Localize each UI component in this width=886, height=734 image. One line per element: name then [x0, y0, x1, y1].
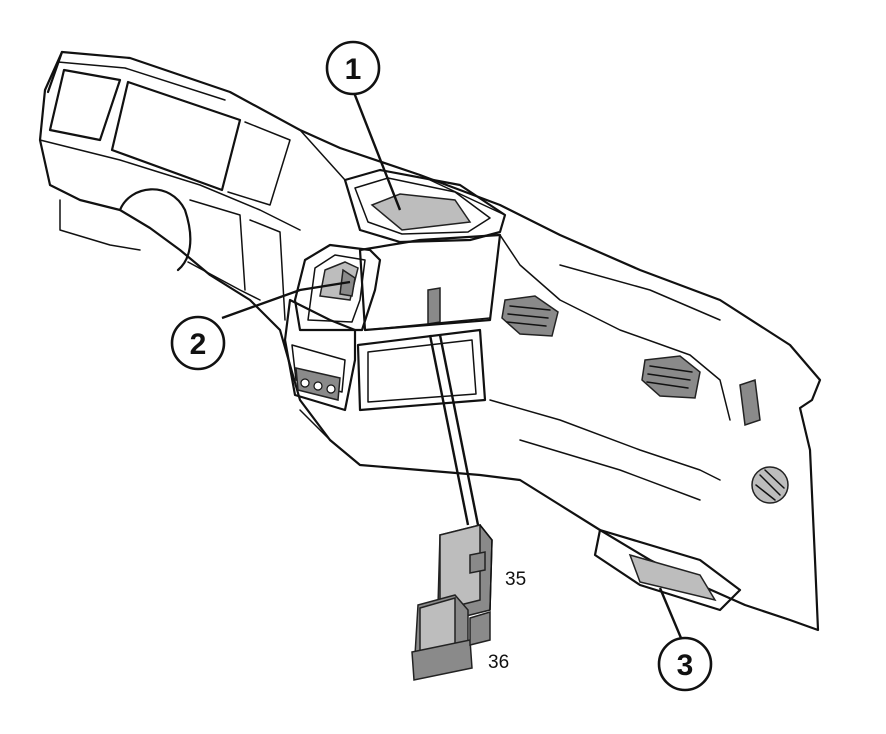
passenger-side [489, 234, 789, 612]
leader-2 [221, 280, 351, 320]
callout-2: 2 [170, 315, 226, 371]
callout-2-circle [170, 315, 226, 371]
leader-1 [351, 89, 402, 211]
callout-2-label: 2 [190, 328, 207, 361]
centre-console [356, 233, 502, 412]
part-36-label: 36 [488, 652, 509, 673]
leader-lines [221, 89, 683, 639]
callout-3-circle [657, 636, 713, 692]
leader-3 [658, 587, 683, 639]
leader-fuse [428, 334, 470, 526]
callout-1-label: 1 [345, 53, 362, 86]
callout-3-label: 3 [677, 649, 694, 682]
callout-1-circle [325, 40, 381, 96]
callout-1: 1 [325, 40, 381, 96]
callout-3: 3 [657, 636, 713, 692]
part-35-label: 35 [505, 569, 526, 590]
relay-36 [411, 594, 491, 681]
